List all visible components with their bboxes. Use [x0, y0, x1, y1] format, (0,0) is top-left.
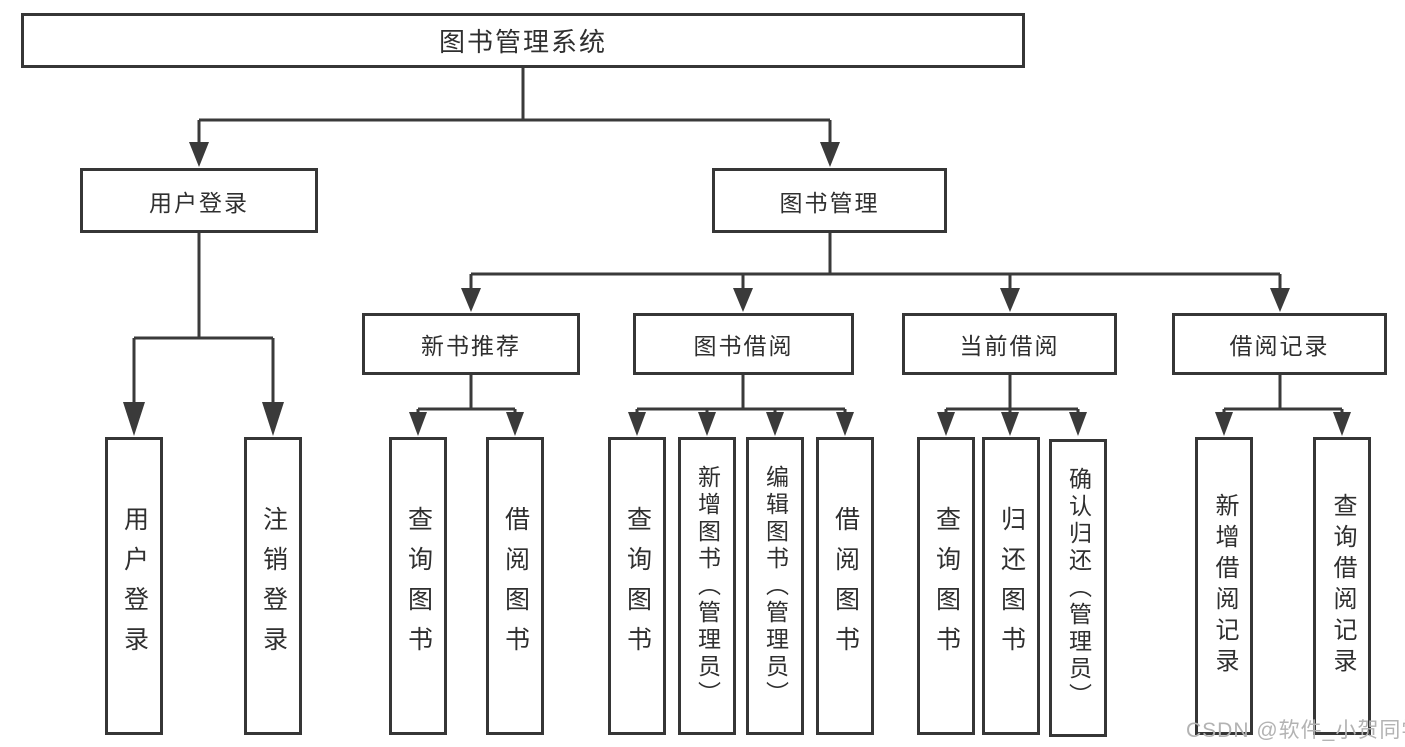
node-borrowing-records-label: 借阅记录 [1229, 333, 1330, 359]
node-new-book-recommend-label: 新书推荐 [421, 333, 521, 359]
leaf-cb-query-book-label: 查询图书 [932, 506, 961, 666]
leaf-user-login-label: 用户登录 [120, 506, 149, 666]
leaf-rec-borrow-book-label: 借阅图书 [501, 506, 530, 666]
node-user-login: 用户登录 [80, 168, 318, 233]
node-book-borrowing: 图书借阅 [633, 313, 854, 375]
leaf-logout-login-label: 注销登录 [259, 506, 288, 666]
leaf-bb-query-book: 查询图书 [608, 437, 666, 735]
leaf-bb-add-book-admin-label: 新增图书（管理员） [694, 464, 721, 708]
leaf-rec-query-book-label: 查询图书 [404, 506, 433, 666]
leaf-cb-query-book: 查询图书 [917, 437, 975, 735]
leaf-rec-query-book: 查询图书 [389, 437, 447, 735]
leaf-bb-borrow-book-label: 借阅图书 [831, 506, 860, 666]
node-book-management: 图书管理 [712, 168, 947, 233]
leaf-bb-borrow-book: 借阅图书 [816, 437, 874, 735]
leaf-logout-login: 注销登录 [244, 437, 302, 735]
leaf-user-login: 用户登录 [105, 437, 163, 735]
leaf-cb-return-book: 归还图书 [982, 437, 1040, 735]
node-book-management-label: 图书管理 [779, 189, 880, 216]
leaf-add-borrow-record-label: 新增借阅记录 [1211, 493, 1238, 679]
leaf-query-borrow-record-label: 查询借阅记录 [1329, 493, 1356, 679]
leaf-bb-edit-book-admin: 编辑图书（管理员） [746, 437, 804, 735]
leaf-rec-borrow-book: 借阅图书 [486, 437, 544, 735]
node-book-borrowing-label: 图书借阅 [693, 333, 794, 359]
leaf-add-borrow-record: 新增借阅记录 [1195, 437, 1253, 735]
node-current-borrowing: 当前借阅 [902, 313, 1117, 375]
leaf-cb-return-book-label: 归还图书 [997, 506, 1026, 666]
leaf-cb-confirm-return-admin-label: 确认归还（管理员） [1065, 466, 1092, 710]
node-user-login-label: 用户登录 [149, 189, 249, 216]
node-current-borrowing-label: 当前借阅 [959, 333, 1060, 359]
node-borrowing-records: 借阅记录 [1172, 313, 1387, 375]
node-new-book-recommend: 新书推荐 [362, 313, 580, 375]
watermark-text: CSDN @软件_小贺同学 [1186, 719, 1405, 742]
leaf-bb-add-book-admin: 新增图书（管理员） [678, 437, 736, 735]
leaf-query-borrow-record: 查询借阅记录 [1313, 437, 1371, 735]
leaf-bb-edit-book-admin-label: 编辑图书（管理员） [762, 464, 789, 708]
leaf-cb-confirm-return-admin: 确认归还（管理员） [1049, 439, 1107, 737]
node-root: 图书管理系统 [21, 13, 1025, 68]
node-root-label: 图书管理系统 [438, 27, 607, 57]
leaf-bb-query-book-label: 查询图书 [623, 506, 652, 666]
